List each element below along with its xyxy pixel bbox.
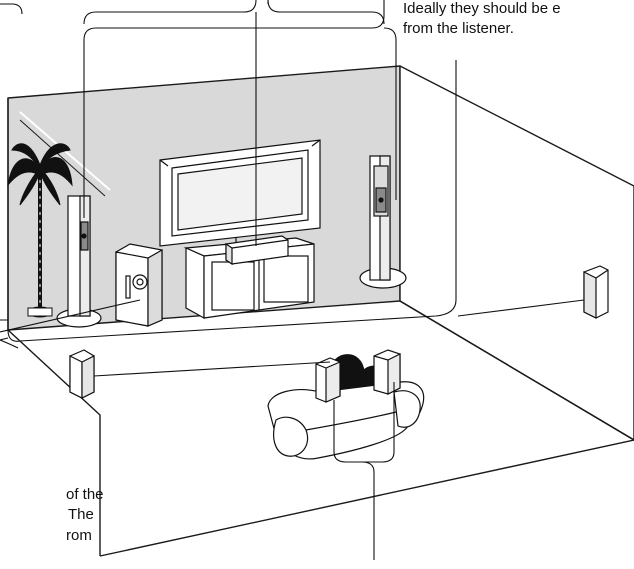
- caption-top-right-line1: Ideally they should be e: [403, 0, 561, 17]
- front-left-speaker: [56, 195, 102, 328]
- flat-panel-tv: [159, 139, 321, 247]
- palm-tree: [7, 143, 73, 318]
- surround-callout: [0, 299, 141, 333]
- right-wall: [399, 65, 634, 441]
- caption-bottom-left-line3: rom: [66, 527, 92, 544]
- floor-front-edge: [99, 439, 634, 557]
- caption-bottom-left-line1: of the: [66, 486, 104, 503]
- surround-right-speaker: [583, 265, 609, 319]
- callout-lines: [0, 0, 585, 560]
- room: [7, 65, 634, 557]
- front-right-speaker: [359, 155, 407, 289]
- surround-back-bracket: [333, 400, 375, 560]
- surround-left-speaker: [69, 349, 95, 399]
- caption-top-right-line2: from the listener.: [403, 20, 514, 37]
- subwoofer: [115, 243, 163, 327]
- caption-bottom-left-line2: The: [68, 506, 94, 523]
- center-speaker: [225, 235, 289, 266]
- floor-left-edge: [7, 329, 101, 556]
